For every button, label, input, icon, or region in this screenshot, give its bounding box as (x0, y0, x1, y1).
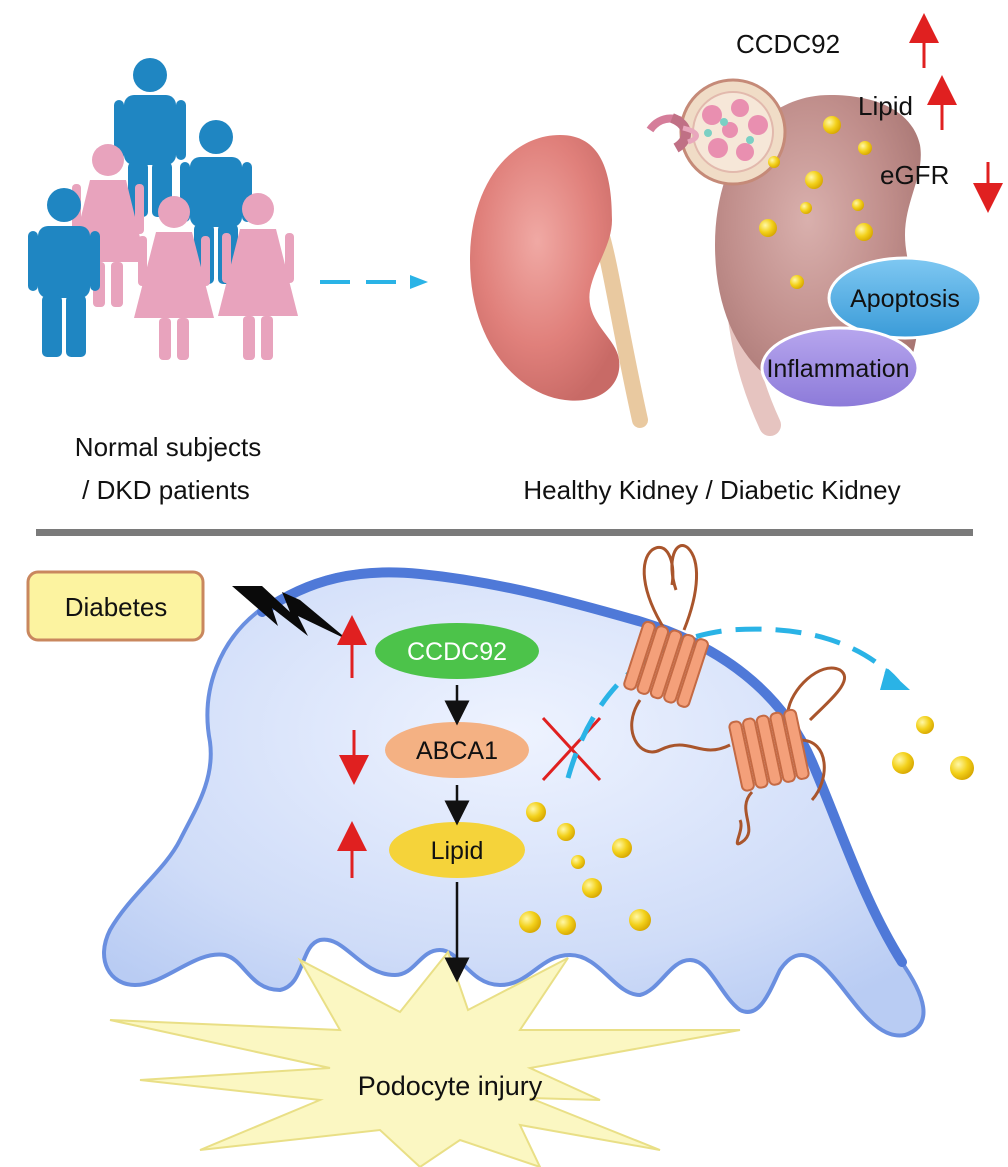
pathway-node-ccdc92: CCDC92 (375, 623, 539, 679)
abca1-transporter (623, 544, 731, 754)
trigger-label: Diabetes (65, 592, 168, 622)
marker-ccdc92: CCDC92 (736, 13, 939, 68)
svg-text:CCDC92: CCDC92 (407, 638, 507, 666)
apoptosis-badge: Apoptosis (827, 256, 983, 340)
people-group (28, 58, 298, 360)
diabetes-trigger: Diabetes (26, 570, 205, 642)
inflammation-badge: Inflammation (760, 326, 920, 410)
abca1-transporter (728, 666, 847, 846)
healthy-kidney (470, 135, 648, 428)
svg-text:ABCA1: ABCA1 (416, 737, 498, 765)
female-figure (218, 193, 298, 360)
podocyte-cell (102, 567, 926, 1038)
apoptosis-label: Apoptosis (850, 285, 960, 313)
marker-egfr: eGFR (880, 160, 1003, 213)
female-figure (134, 196, 214, 360)
inflammation-label: Inflammation (766, 355, 909, 383)
injury-starburst: Podocyte injury (109, 949, 741, 1167)
pathway-node-abca1: ABCA1 (385, 722, 529, 778)
male-figure (28, 188, 100, 357)
direction-arrows (337, 615, 369, 878)
marker-lipid: Lipid (858, 75, 957, 130)
people-caption-line1: Normal subjects (75, 432, 261, 462)
outcome-label: Podocyte injury (358, 1071, 543, 1101)
lightning-icon (232, 586, 348, 640)
dashed-arrow-to-kidneys (320, 275, 428, 289)
section-divider (36, 529, 973, 536)
lipid-export-path (565, 626, 900, 779)
people-caption-line2: / DKD patients (82, 475, 250, 505)
cell-lipid-droplets (519, 802, 651, 935)
svg-text:Lipid: Lipid (431, 837, 484, 865)
svg-text:CCDC92: CCDC92 (736, 29, 840, 59)
svg-text:Lipid: Lipid (858, 91, 913, 121)
glomerulus-icon (646, 78, 787, 186)
blocked-export-icon (541, 716, 602, 782)
exported-lipid-droplets (892, 716, 974, 780)
kidney-caption: Healthy Kidney / Diabetic Kidney (523, 475, 900, 505)
pathway-node-lipid: Lipid (389, 822, 525, 878)
svg-text:eGFR: eGFR (880, 160, 949, 190)
kidney-lipid-droplets (759, 116, 873, 289)
export-arrowhead (880, 668, 910, 690)
